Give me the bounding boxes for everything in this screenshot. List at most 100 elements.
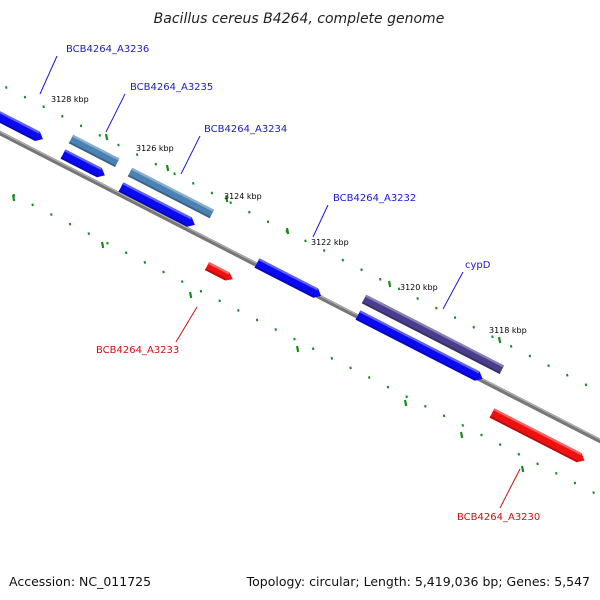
minor-tick: [547, 364, 550, 368]
minor-tick: [435, 306, 438, 310]
minor-tick: [453, 316, 457, 320]
minor-tick: [274, 328, 277, 331]
gene-label: BCB4264_A3235: [130, 82, 213, 93]
major-tick: [403, 399, 408, 407]
cds-cypd: [361, 294, 505, 374]
gene-bcb4264-a3235: [60, 149, 105, 178]
minor-tick: [424, 404, 427, 408]
scale-label: 3118 kbp: [489, 326, 527, 335]
feature-highlight: [0, 111, 40, 134]
minor-tick: [555, 471, 558, 475]
minor-tick: [117, 143, 120, 147]
minor-tick: [528, 354, 532, 358]
minor-tick: [87, 232, 90, 236]
minor-tick: [5, 86, 8, 89]
minor-tick: [442, 414, 446, 418]
minor-tick: [536, 462, 539, 466]
scale-label: 3128 kbp: [51, 95, 89, 104]
gene-bcb4264-a3234: [118, 182, 195, 227]
minor-tick: [50, 213, 53, 216]
feature-shadow: [355, 318, 476, 381]
feature-shadow: [118, 190, 188, 227]
minor-tick: [124, 251, 128, 255]
feature-shadow: [68, 141, 116, 167]
major-tick: [520, 465, 525, 473]
outer-tick-ring: [5, 86, 588, 387]
minor-tick: [31, 203, 34, 207]
label-leader-line: [105, 93, 126, 133]
minor-tick: [480, 433, 483, 437]
scale-label: 3122 kbp: [311, 238, 349, 247]
major-tick: [224, 195, 229, 203]
minor-tick: [181, 280, 184, 284]
minor-tick: [135, 153, 139, 157]
minor-tick: [42, 105, 45, 109]
minor-tick: [311, 347, 315, 351]
minor-tick: [509, 344, 513, 348]
minor-tick: [368, 376, 371, 379]
gene-bcb4264-a3233: [204, 262, 233, 281]
gene-bcb4264-a3230: [489, 408, 585, 463]
feature-highlight: [208, 262, 230, 275]
minor-tick: [573, 481, 577, 485]
major-tick: [165, 164, 170, 172]
cds-bcb4264-a3235: [68, 134, 120, 167]
gene-bcb4264-a3236: [0, 111, 43, 141]
minor-tick: [255, 318, 259, 322]
minor-tick: [472, 325, 475, 329]
minor-tick: [293, 337, 296, 341]
gene-label: BCB4264_A3230: [457, 512, 540, 523]
label-leader-line: [499, 468, 521, 509]
major-tick: [100, 241, 105, 249]
minor-tick: [498, 443, 502, 447]
scale-label: 3120 kbp: [400, 283, 438, 292]
gene-label: BCB4264_A3234: [204, 124, 287, 135]
scale-label: 3126 kbp: [136, 144, 174, 153]
feature-highlight: [365, 294, 505, 368]
minor-tick: [379, 277, 382, 281]
genome-title: Bacillus cereus B4264, complete genome: [154, 11, 445, 27]
feature-shadow: [127, 174, 211, 219]
gene-features: [0, 111, 585, 463]
minor-tick: [566, 373, 569, 377]
minor-tick: [229, 201, 232, 205]
minor-tick: [397, 287, 401, 291]
major-tick: [11, 194, 16, 202]
gene-bcb4264-a3232: [254, 258, 322, 298]
major-tick: [104, 133, 109, 141]
inner-tick-ring: [11, 193, 595, 495]
gene-label: BCB4264_A3236: [66, 44, 149, 55]
minor-tick: [162, 270, 165, 274]
gene-label: BCB4264_A3233: [96, 345, 179, 356]
major-tick: [459, 431, 464, 439]
minor-tick: [98, 133, 101, 137]
major-tick: [497, 336, 502, 344]
scale-label: 3124 kbp: [224, 192, 262, 201]
minor-tick: [341, 258, 345, 262]
label-leader-line: [312, 204, 329, 238]
minor-tick: [237, 308, 240, 312]
feature-shadow: [361, 301, 501, 374]
label-leader-line: [39, 55, 58, 95]
gene-cypd: [355, 310, 483, 381]
minor-tick: [330, 356, 334, 360]
minor-tick: [349, 366, 352, 370]
minor-tick: [199, 289, 203, 293]
minor-tick: [360, 268, 363, 272]
minor-tick: [491, 335, 494, 339]
minor-tick: [192, 181, 195, 185]
major-tick: [188, 291, 193, 299]
minor-tick: [517, 452, 521, 456]
scale-labels: 3128 kbp 3126 kbp 3124 kbp 3122 kbp 3120 kbp…: [51, 95, 527, 335]
feature-shadow: [254, 266, 315, 298]
gene-labels: BCB4264_A3236BCB4264_A3235BCB4264_A3234B…: [39, 44, 540, 523]
minor-tick: [61, 114, 64, 118]
minor-tick: [218, 299, 221, 303]
minor-tick: [461, 423, 464, 427]
minor-tick: [266, 220, 270, 224]
feature-highlight: [64, 149, 102, 170]
major-tick: [387, 280, 392, 288]
label-leader-line: [442, 271, 464, 310]
genome-summary-text: Topology: circular; Length: 5,419,036 bp…: [246, 574, 590, 589]
